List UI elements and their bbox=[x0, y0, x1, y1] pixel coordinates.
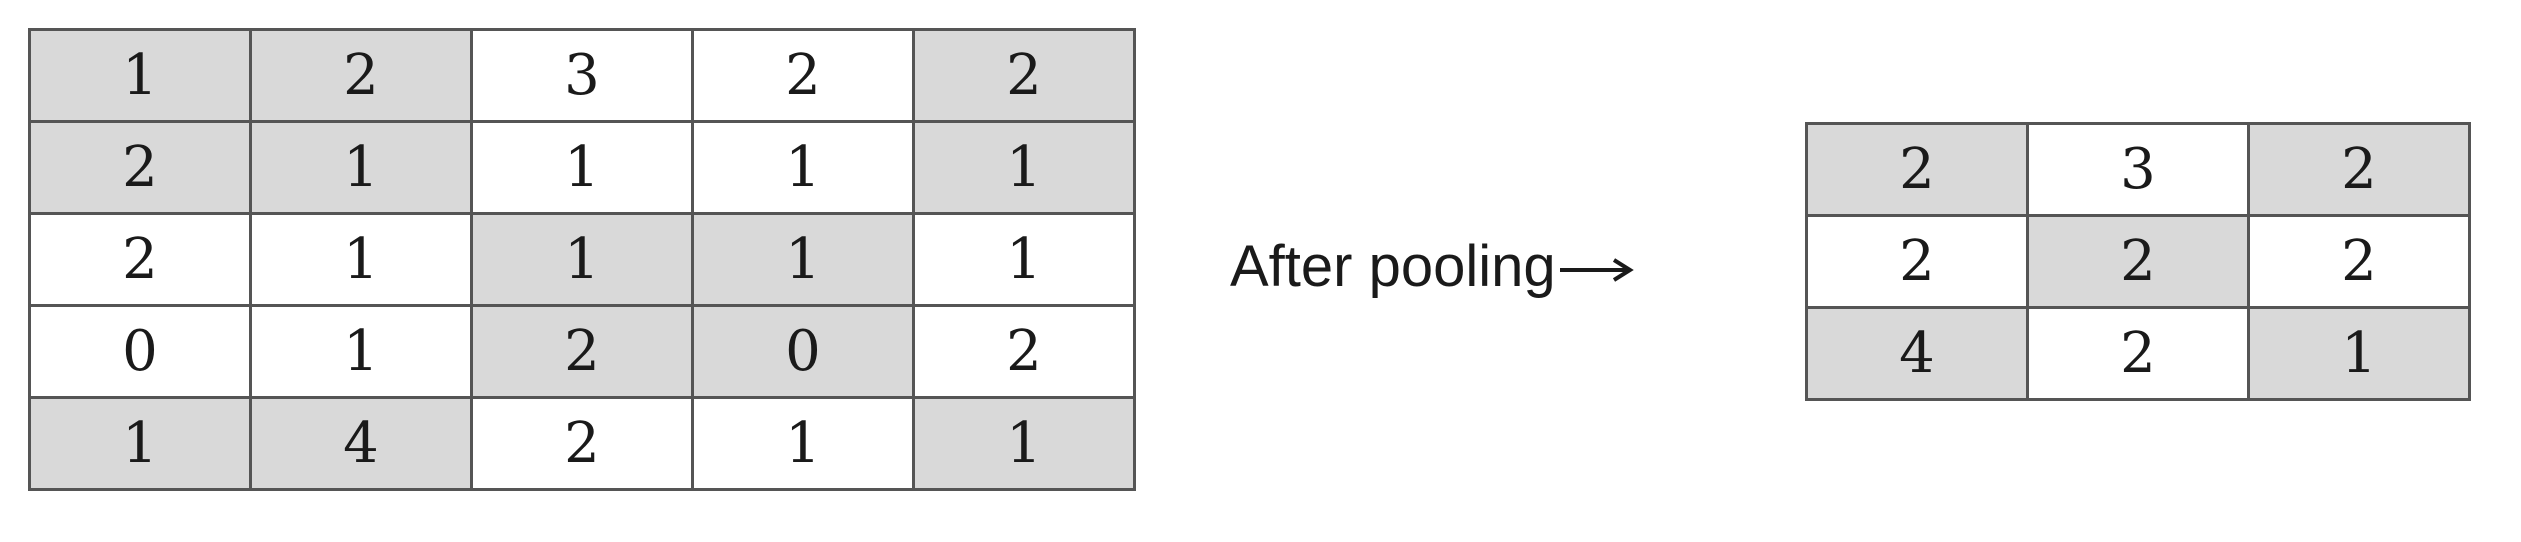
input-matrix-cell: 4 bbox=[249, 396, 473, 491]
input-matrix-cell: 1 bbox=[28, 28, 252, 123]
input-matrix-cell: 2 bbox=[28, 212, 252, 307]
input-matrix-cell: 0 bbox=[691, 304, 915, 399]
input-matrix-cell: 1 bbox=[912, 212, 1136, 307]
input-matrix-cell: 2 bbox=[249, 28, 473, 123]
output-matrix-cell: 4 bbox=[1805, 306, 2029, 401]
input-matrix-cell: 1 bbox=[28, 396, 252, 491]
input-matrix-cell: 2 bbox=[470, 396, 694, 491]
input-matrix-cell: 2 bbox=[691, 28, 915, 123]
input-matrix-cell: 1 bbox=[691, 120, 915, 215]
pooling-caption: After pooling bbox=[1230, 232, 1636, 302]
output-matrix-cell: 2 bbox=[1805, 214, 2029, 309]
output-matrix-cell: 3 bbox=[2026, 122, 2250, 217]
input-matrix-cell: 1 bbox=[249, 212, 473, 307]
output-matrix-cell: 2 bbox=[2247, 122, 2471, 217]
output-matrix-cell: 1 bbox=[2247, 306, 2471, 401]
input-matrix-cell: 1 bbox=[470, 120, 694, 215]
output-matrix-cell: 2 bbox=[1805, 122, 2029, 217]
input-matrix-cell: 1 bbox=[470, 212, 694, 307]
input-matrix-cell: 1 bbox=[912, 120, 1136, 215]
output-matrix-cell: 2 bbox=[2026, 214, 2250, 309]
output-matrix-cell: 2 bbox=[2247, 214, 2471, 309]
input-matrix-cell: 2 bbox=[912, 304, 1136, 399]
input-matrix-cell: 2 bbox=[912, 28, 1136, 123]
input-matrix-cell: 1 bbox=[249, 304, 473, 399]
input-matrix-cell: 2 bbox=[28, 120, 252, 215]
input-matrix-cell: 3 bbox=[470, 28, 694, 123]
input-matrix-cell: 1 bbox=[912, 396, 1136, 491]
caption-text: After pooling bbox=[1230, 234, 1556, 299]
output-matrix-cell: 2 bbox=[2026, 306, 2250, 401]
input-matrix-cell: 0 bbox=[28, 304, 252, 399]
input-matrix-cell: 1 bbox=[691, 212, 915, 307]
input-matrix-cell: 2 bbox=[470, 304, 694, 399]
right-arrow-icon bbox=[1559, 258, 1634, 282]
input-matrix-cell: 1 bbox=[249, 120, 473, 215]
input-matrix-cell: 1 bbox=[691, 396, 915, 491]
